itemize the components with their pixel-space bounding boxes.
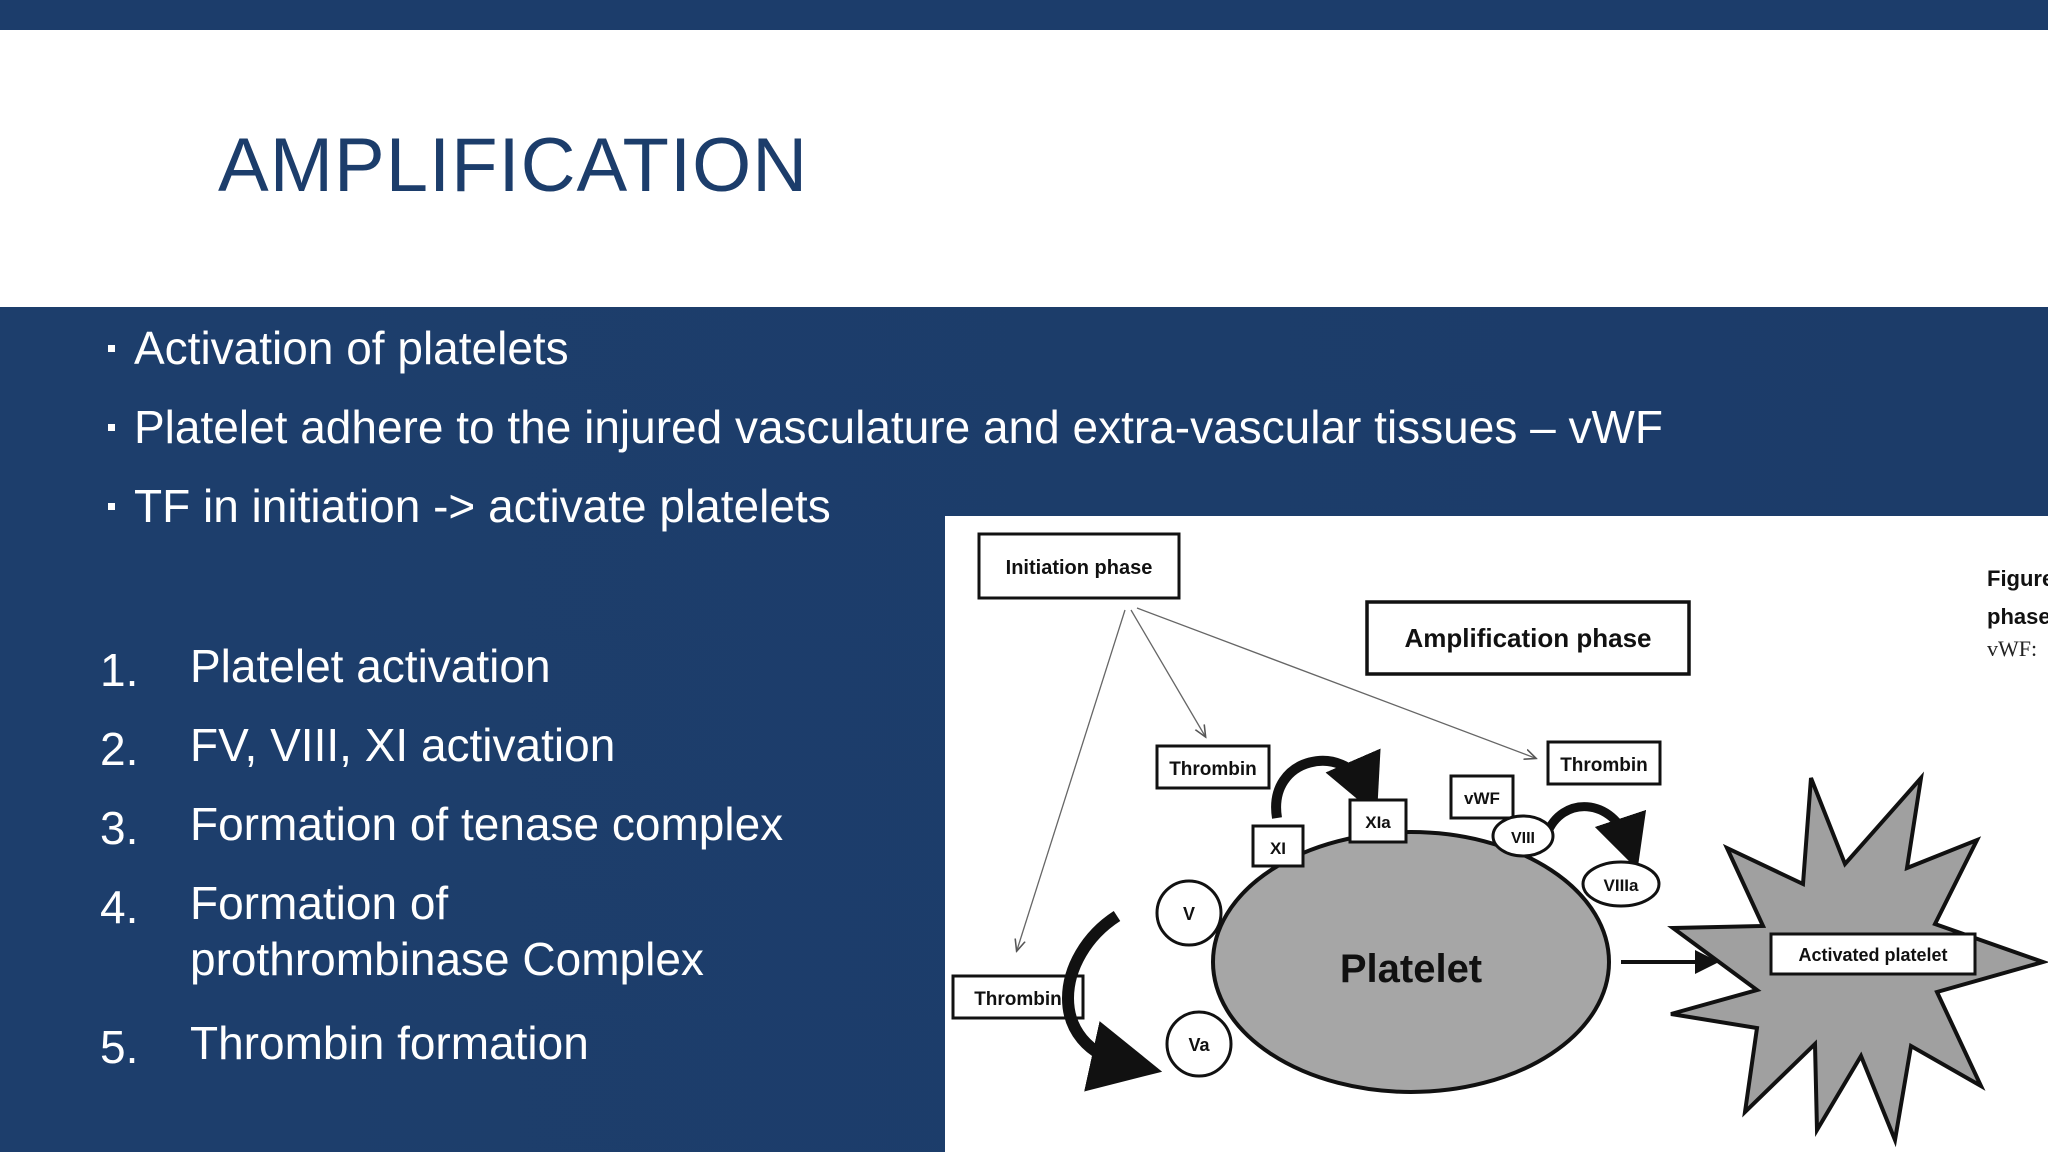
thrombin-right-box [1546,740,1662,786]
caption-line-1: Figure [1987,566,2048,591]
platelet-label: Platelet [1340,947,1482,991]
thrombin-left-label: Thrombin [974,989,1062,1010]
vwf-box [1449,774,1515,820]
initiation-phase-box [977,532,1181,600]
arrow-viii-to-viiia [1542,802,1647,870]
xia-box [1348,798,1408,844]
bullet-marker [108,424,115,431]
arrow-v-to-va [1062,910,1163,1092]
arrow-to-thrombin-center [1130,609,1205,736]
xi-box [1251,824,1305,868]
numbered-item: 1. Platelet activation [100,638,830,717]
numbered-item: 4. Formation of prothrombinase Complex [100,875,830,1015]
item-text: Thrombin formation [190,1017,589,1069]
v-label: V [1183,904,1195,924]
bullet-item: Platelet adhere to the injured vasculatu… [100,397,1663,476]
bullet-marker [108,345,115,352]
item-text: Formation of tenase complex [190,798,784,850]
figure-panel: Initiation phase Amplification phase Fig… [945,516,2048,1152]
bullet-text: Activation of platelets [134,322,569,374]
bullet-marker [108,503,115,510]
item-text: FV, VIII, XI activation [190,719,616,771]
activated-platelet-box [1769,932,1977,976]
title-band [0,30,2048,307]
viiia-oval [1581,860,1661,908]
bullet-text: TF in initiation -> activate platelets [134,480,831,532]
amplification-diagram: Initiation phase Amplification phase Fig… [951,532,2048,1148]
slide-title: AMPLIFICATION [218,123,809,208]
thrombin-right-label: Thrombin [1560,755,1648,776]
item-number: 2. [100,723,139,775]
bullet-list: Activation of platelets Platelet adhere … [100,318,1663,555]
initiation-phase-label: Initiation phase [1006,557,1153,579]
xi-label: XI [1270,839,1286,858]
viii-oval [1491,814,1555,858]
amplification-phase-label: Amplification phase [1404,623,1651,653]
v-circle [1155,879,1223,947]
item-text: Formation of prothrombinase Complex [190,877,704,985]
activated-platelet-label: Activated platelet [1798,945,1947,965]
item-number: 3. [100,802,139,854]
numbered-item: 3. Formation of tenase complex [100,796,830,875]
bullet-text: Platelet adhere to the injured vasculatu… [134,401,1663,453]
xia-label: XIa [1365,813,1391,832]
arrow-xi-to-xia [1271,748,1381,819]
item-number: 4. [100,881,139,933]
numbered-item: 2. FV, VIII, XI activation [100,717,830,796]
vwf-label: vWF [1464,789,1500,808]
item-number: 1. [100,644,139,696]
va-label: Va [1188,1035,1210,1055]
thrombin-left-box [951,974,1085,1020]
numbered-list: 1. Platelet activation 2. FV, VIII, XI a… [100,638,830,1094]
viiia-label: VIIIa [1604,876,1640,895]
thrombin-center-box [1155,744,1271,790]
caption-line-2: phase [1987,604,2048,629]
va-circle [1165,1010,1233,1078]
thrombin-center-label: Thrombin [1169,759,1257,780]
item-text: Platelet activation [190,640,551,692]
arrow-to-thrombin-right [1136,607,1535,758]
arrow-to-thrombin-left [1017,609,1126,950]
caption-line-3: vWF: [1987,636,2037,661]
top-accent-strip [0,0,2048,30]
bullet-item: Activation of platelets [100,318,1663,397]
bullet-item: TF in initiation -> activate platelets [100,476,1663,555]
numbered-item: 5. Thrombin formation [100,1015,830,1094]
amplification-phase-box [1365,600,1691,676]
viii-label: VIII [1511,830,1535,847]
platelet-shape [1211,830,1611,1094]
item-number: 5. [100,1021,139,1073]
